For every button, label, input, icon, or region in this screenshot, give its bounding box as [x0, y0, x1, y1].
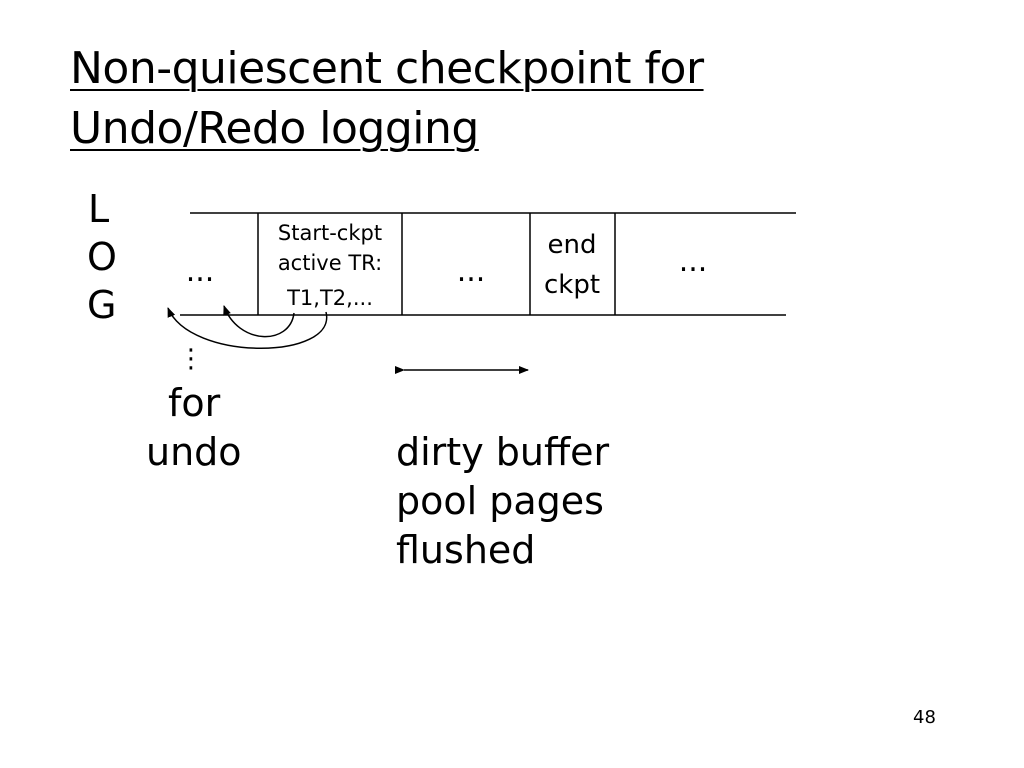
back-arrow-short	[223, 305, 295, 338]
active-transactions-list: T1,T2,...	[287, 286, 373, 310]
log-letter-o: O	[87, 235, 117, 279]
slide-title-line1: Non-quiescent checkpoint for	[70, 43, 704, 94]
log-cell-ellipsis-2: ...	[456, 254, 486, 289]
active-tr-label: active TR:	[277, 251, 383, 275]
page-number: 48	[913, 707, 936, 728]
start-ckpt-label: Start-ckpt	[277, 221, 383, 245]
for-undo-line1: for	[168, 381, 221, 425]
end-ckpt-label-line2: ckpt	[543, 270, 601, 300]
log-cell-ellipsis-3: ...	[678, 244, 708, 279]
back-arrow-long	[167, 307, 328, 349]
dirty-buffer-line2: pool pages	[396, 479, 604, 523]
slide-title-line2: Undo/Redo logging	[70, 103, 479, 154]
log-letter-g: G	[87, 283, 117, 327]
log-letter-l: L	[88, 187, 110, 231]
for-undo-line2: undo	[146, 430, 242, 474]
log-cell-ellipsis-1: ...	[185, 254, 215, 289]
vertical-dots: ⋮	[178, 344, 204, 374]
end-ckpt-label-line1: end	[547, 230, 597, 260]
dirty-buffer-line3: flushed	[396, 528, 536, 572]
dirty-buffer-line1: dirty buffer	[396, 430, 610, 474]
